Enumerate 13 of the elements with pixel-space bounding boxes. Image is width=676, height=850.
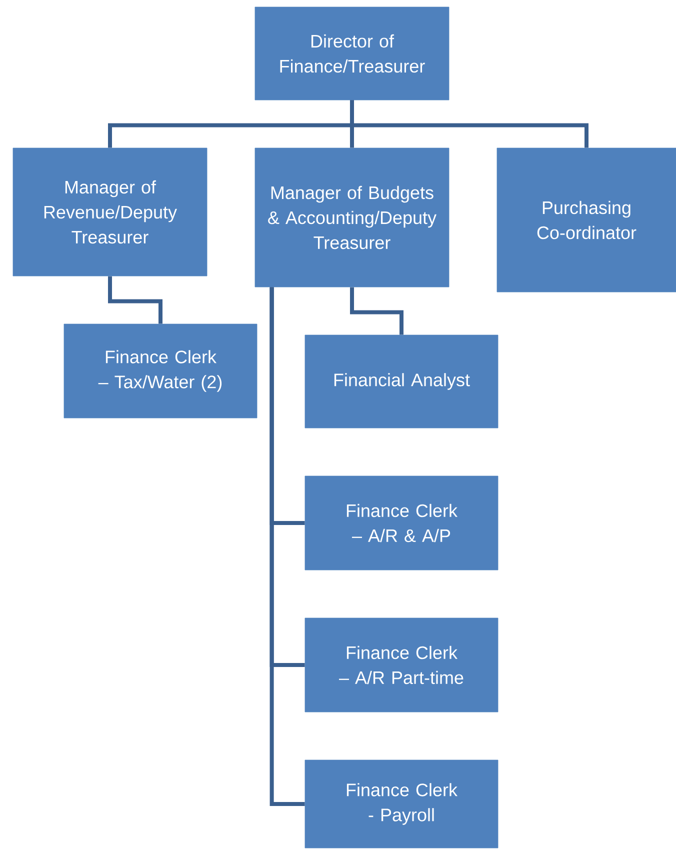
connector-line xyxy=(108,276,162,324)
org-box: Finance Clerk – A/R & A/P xyxy=(304,476,498,570)
org-box: Purchasing Co-ordinator xyxy=(496,148,676,292)
org-box: Finance Clerk – A/R Part-time xyxy=(304,618,498,712)
org-box: Finance Clerk – Tax/Water (2) xyxy=(64,324,258,418)
connector-line xyxy=(270,287,305,806)
connector-line xyxy=(350,287,404,335)
org-box: Manager of Budgets & Accounting/Deputy Treasurer xyxy=(254,148,450,288)
org-box: Finance Clerk - Payroll xyxy=(304,760,498,848)
org-box: Director of Finance/Treasurer xyxy=(254,6,450,100)
connector-line xyxy=(350,100,588,148)
org-box: Manager of Revenue/Deputy Treasurer xyxy=(12,148,208,276)
org-box: Financial Analyst xyxy=(304,334,498,428)
